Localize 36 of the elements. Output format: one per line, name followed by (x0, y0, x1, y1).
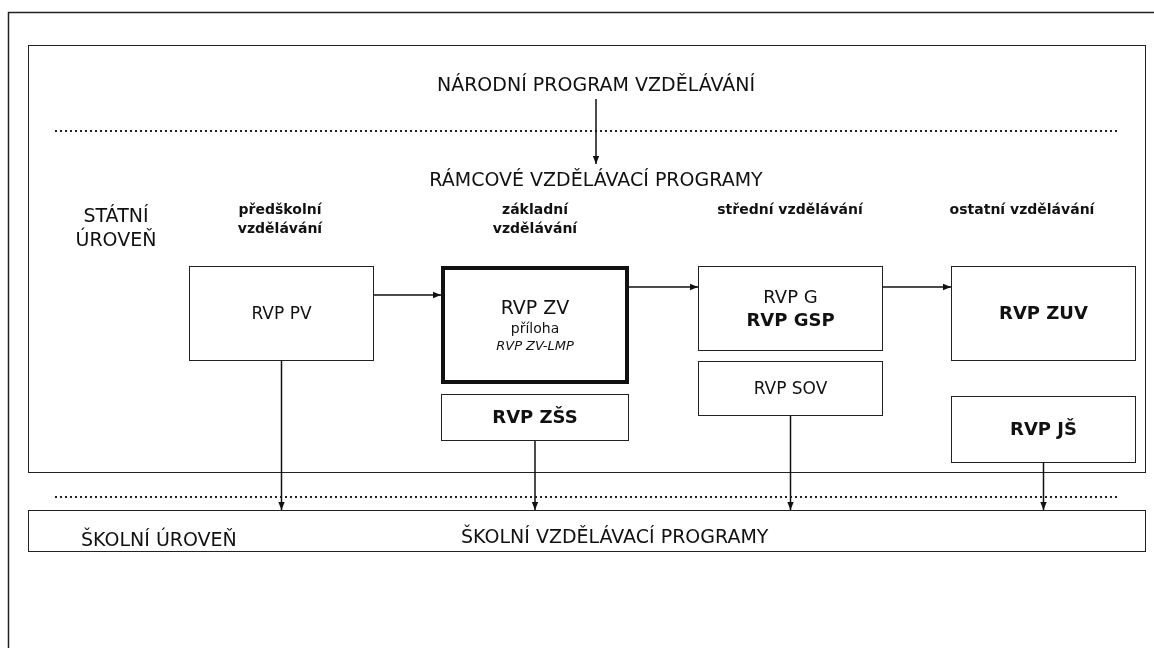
heading-text: RÁMCOVÉ VZDĚLÁVACÍ PROGRAMY (376, 164, 816, 194)
arrow (787, 415, 794, 511)
heading-text: NÁRODNÍ PROGRAM VZDĚLÁVÁNÍ (396, 69, 796, 99)
program-box (441, 394, 629, 441)
program-name: RVP ZV (500, 296, 570, 320)
program-name: RVP ZUV (999, 302, 1088, 325)
annex-label: příloha (510, 320, 560, 338)
arrow (882, 283, 952, 291)
program-box (951, 396, 1136, 463)
school-level-panel (28, 510, 1146, 552)
program-name: RVP SOV (753, 377, 828, 400)
program-box (698, 361, 883, 416)
arrow (373, 291, 442, 299)
arrow (1040, 462, 1047, 511)
program-name: RVP ZV-LMP (496, 337, 574, 354)
arrow (592, 98, 600, 165)
program-box (951, 266, 1136, 361)
program-heading: ŠKOLNÍ VZDĚLÁVACÍ PROGRAMY (461, 525, 770, 549)
arrow (278, 360, 285, 511)
arrow (628, 283, 699, 291)
column-heading: předškolní vzdělávání (236, 200, 324, 238)
program-name: RVP GSP (746, 308, 835, 331)
level-label: STÁTNÍ ÚROVEŇ (74, 204, 158, 252)
column-heading: střední vzdělávání (716, 200, 864, 219)
state-level-panel (28, 45, 1146, 473)
level-label: ŠKOLNÍ ÚROVEŇ (81, 528, 238, 552)
program-box (189, 266, 374, 361)
column-heading: ostatní vzdělávání (948, 200, 1096, 219)
program-name: RVP PV (251, 302, 312, 325)
program-name: RVP ZŠS (492, 406, 578, 429)
program-name: RVP JŠ (1010, 418, 1077, 441)
program-box (698, 266, 883, 351)
column-heading: základní vzdělávání (491, 200, 579, 238)
program-name: RVP G (763, 286, 818, 309)
program-box (441, 266, 629, 384)
arrow (531, 440, 539, 511)
